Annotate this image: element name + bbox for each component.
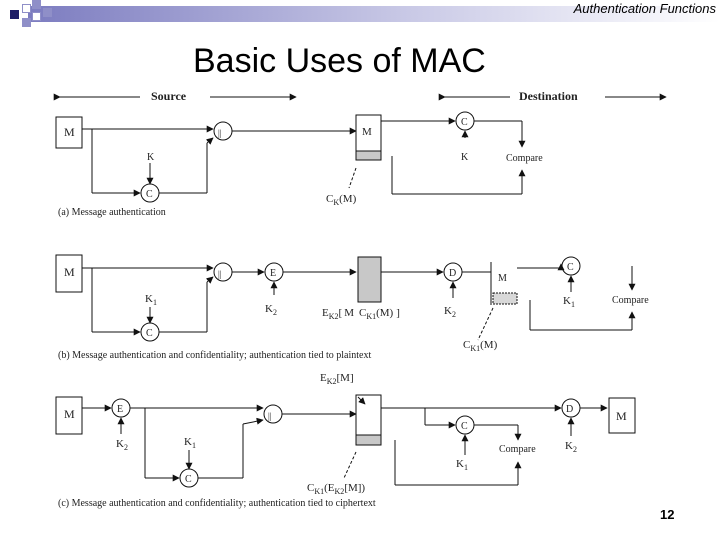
c-m-label: M: [64, 407, 75, 421]
a-concat-label: ||: [218, 128, 222, 138]
c-k1-label: K1: [184, 436, 196, 450]
page-number: 12: [660, 507, 675, 522]
c-dest-k1-label: K1: [456, 458, 468, 472]
c-concat-node: [263, 404, 283, 424]
c-k2-label: K2: [116, 438, 128, 452]
b-dest-mac-node: [561, 256, 581, 276]
destination-label: Destination: [519, 89, 578, 103]
header-square-1: [10, 10, 19, 19]
a-packet-m-label: M: [362, 126, 372, 138]
header-square-4: [43, 8, 52, 17]
b-ciphertext-block: [357, 256, 382, 303]
a-mac-expr: CK(M): [326, 193, 357, 207]
b-compare-label: Compare: [612, 295, 649, 306]
a-mac-field: [355, 150, 382, 161]
a-m-label: M: [64, 125, 75, 139]
header-square-2: [22, 4, 31, 13]
c-dest-c-label: C: [461, 421, 468, 432]
a-compare-label: Compare: [506, 153, 543, 164]
c-d-label: D: [566, 404, 573, 415]
b-dest-k1-label: K1: [563, 295, 575, 309]
c-output-message-box: [608, 397, 636, 434]
c-compare-label: Compare: [499, 444, 536, 455]
c-concat-label: ||: [268, 411, 272, 421]
b-m-label: M: [64, 265, 75, 279]
panel-a: [55, 111, 526, 203]
b-dest-k2-label: K2: [444, 305, 456, 319]
b-message-box: [55, 254, 83, 293]
header-square-6: [32, 12, 41, 21]
c-e-label: E: [117, 404, 123, 415]
b-k1-label: K1: [145, 293, 157, 307]
a-k-label: K: [147, 152, 155, 163]
panel-b: [55, 254, 636, 342]
a-c-label: C: [146, 189, 153, 200]
b-e-label: E: [270, 268, 276, 279]
c-c-label: C: [185, 474, 192, 485]
c-dest-k2-label: K2: [565, 440, 577, 454]
b-concat-node: [213, 262, 233, 282]
c-output-m-label: M: [616, 409, 627, 423]
c-mac-expr: CK1(EK2[M]): [307, 482, 365, 496]
a-message-box: [55, 116, 83, 149]
b-dest-mac-field: [492, 292, 518, 305]
c-mac-field: [355, 434, 382, 446]
b-c-label: C: [146, 328, 153, 339]
source-label: Source: [151, 89, 187, 103]
header-square-5: [22, 18, 31, 27]
c-message-box: [55, 396, 83, 435]
header-gradient: [28, 6, 720, 22]
b-mac-expr: CK1(M): [463, 339, 498, 353]
slide-title: Basic Uses of MAC: [193, 42, 486, 80]
header-square-3: [32, 0, 41, 9]
c-ciphertext-expr: EK2[M]: [320, 372, 354, 386]
b-caption: (b) Message authentication and confident…: [58, 350, 371, 361]
a-concat-node: [213, 121, 233, 141]
b-dest-c-label: C: [567, 262, 574, 273]
b-concat-label: ||: [218, 269, 222, 279]
a-dest-k-label: K: [461, 152, 469, 163]
section-topic: Authentication Functions: [573, 1, 716, 16]
header-bar: [0, 0, 720, 22]
b-k2-label: K2: [265, 303, 277, 317]
panel-c: [55, 394, 636, 488]
a-caption: (a) Message authentication: [58, 207, 166, 218]
c-caption: (c) Message authentication and confident…: [58, 498, 376, 509]
a-dest-c-label: C: [461, 117, 468, 128]
b-dest-m-label: M: [498, 273, 507, 284]
b-d-label: D: [449, 268, 456, 279]
